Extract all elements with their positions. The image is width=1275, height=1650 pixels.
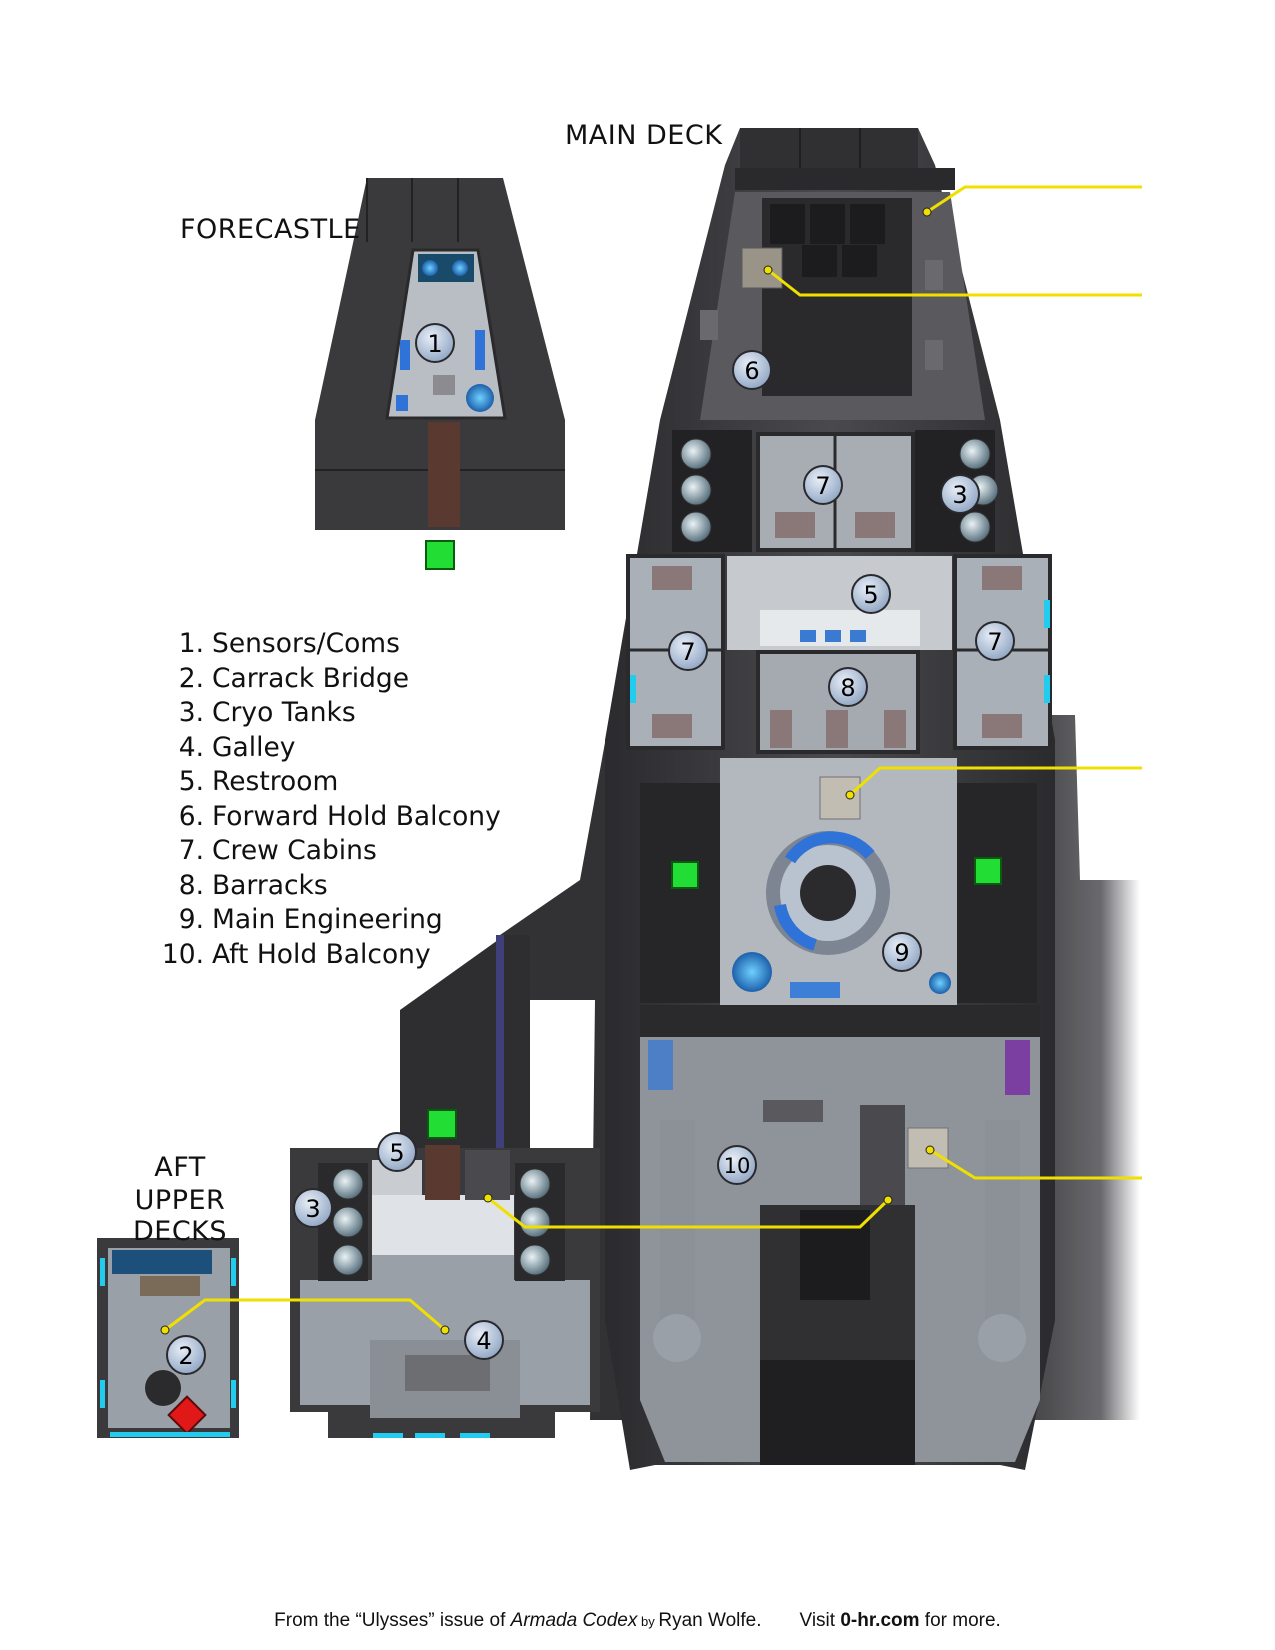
access-point-forecastle <box>425 540 455 570</box>
port-pillar <box>660 1120 695 1320</box>
starboard-pillar <box>985 1120 1020 1320</box>
aft-upper-decks-title-line2: UPPER DECKS <box>132 1185 228 1247</box>
marker-crew-cabins-starboard: 7 <box>975 621 1015 661</box>
marker-carrack-bridge: 2 <box>166 1335 206 1375</box>
forecastle-corridor <box>428 422 460 527</box>
svg-text:6: 6 <box>744 357 759 385</box>
hatch <box>741 247 783 289</box>
connector-forward-ladder <box>926 185 1142 214</box>
legend-item: 1.Sensors/Coms <box>178 628 400 659</box>
engine-bay-port <box>640 783 720 1003</box>
bridge-access-marker <box>167 1395 207 1435</box>
legend-item: 7.Crew Cabins <box>178 835 377 866</box>
legend-item: 6.Forward Hold Balcony <box>178 800 501 832</box>
svg-text:5: 5 <box>863 581 878 609</box>
main-ship-hull <box>400 128 1140 1470</box>
galley-corridor <box>425 1145 460 1200</box>
captain-chair <box>145 1370 181 1406</box>
svg-text:9: 9 <box>894 939 909 967</box>
website-link[interactable]: 0-hr.com <box>840 1610 920 1631</box>
marker-crew-cabins-forward: 7 <box>803 465 843 505</box>
marker-barracks: 8 <box>828 667 868 707</box>
marker-aft-hold-balcony: 10 <box>717 1145 757 1185</box>
svg-text:2: 2 <box>178 1342 193 1370</box>
marker-cryo-tanks-aft: 3 <box>293 1188 333 1228</box>
svg-text:10: 10 <box>724 1154 751 1178</box>
marker-restroom-main: 5 <box>851 574 891 614</box>
svg-text:7: 7 <box>680 638 695 666</box>
legend-item: 2.Carrack Bridge <box>178 662 410 694</box>
svg-text:8: 8 <box>840 674 855 702</box>
author-name: Ryan Wolfe. <box>658 1610 762 1631</box>
svg-text:7: 7 <box>987 628 1002 656</box>
legend-item: 9.Main Engineering <box>178 904 443 935</box>
galley-module <box>290 1109 600 1438</box>
port-wing-stripe <box>496 935 504 1150</box>
reactor-core <box>800 865 856 921</box>
legend-item: 4.Galley <box>178 731 296 763</box>
marker-main-engineering: 9 <box>882 932 922 972</box>
marker-sensors-coms: 1 <box>415 323 455 363</box>
deck-connectors <box>164 185 1142 1332</box>
svg-text:1: 1 <box>427 330 442 358</box>
engine-bay-starboard <box>957 783 1037 1003</box>
main-deck-title: MAIN DECK <box>565 120 723 151</box>
bridge-module <box>97 1238 239 1438</box>
connector-engineering-hatch <box>848 766 1142 797</box>
access-point-starboard <box>974 857 1002 885</box>
legend-item: 10.Aft Hold Balcony <box>161 938 431 970</box>
legend-item: 3.Cryo Tanks <box>178 697 356 728</box>
aft-stairs <box>860 1105 905 1205</box>
access-point-port <box>671 861 699 889</box>
nose-plate <box>740 128 918 170</box>
svg-text:7: 7 <box>815 472 830 500</box>
connector-bridge-galley <box>164 1298 446 1332</box>
svg-text:4: 4 <box>476 1327 491 1355</box>
cryo-tanks-main <box>680 438 999 543</box>
magazine-title: Armada Codex <box>510 1610 638 1631</box>
access-point-aft <box>427 1109 457 1139</box>
marker-cryo-tanks-main: 3 <box>940 474 980 514</box>
forecastle-title: FORECASTLE <box>180 214 361 245</box>
svg-text:5: 5 <box>389 1139 404 1167</box>
connector-aft-hatch <box>929 1148 1142 1180</box>
svg-text:3: 3 <box>952 481 967 509</box>
legend-item: 8.Barracks <box>178 869 328 901</box>
connector-aft-stairs <box>487 1196 890 1229</box>
svg-text:3: 3 <box>305 1195 320 1223</box>
room-legend: 1.Sensors/Coms 2.Carrack Bridge 3.Cryo T… <box>158 628 501 973</box>
marker-crew-cabins-port: 7 <box>668 631 708 671</box>
credits-footer: From the “Ulysses” issue of Armada Codex… <box>274 1610 1001 1631</box>
marker-galley: 4 <box>464 1320 504 1360</box>
marker-restroom-aft: 5 <box>377 1132 417 1172</box>
connector-forward-hatch <box>767 268 1142 297</box>
aft-upper-decks-title-line1: AFT <box>154 1152 206 1183</box>
marker-forward-hold-balcony: 6 <box>732 350 772 390</box>
legend-item: 5.Restroom <box>178 766 339 797</box>
